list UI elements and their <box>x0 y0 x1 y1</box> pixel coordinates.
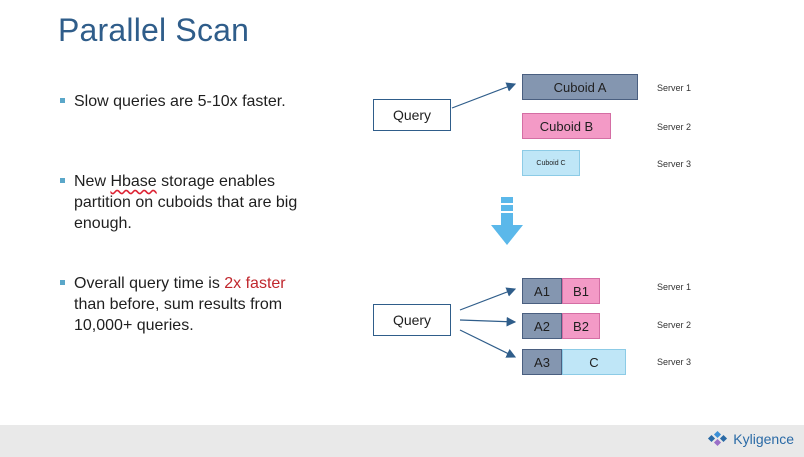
bullet-2-hbase: Hbase <box>110 173 157 190</box>
query-box-bottom: Query <box>373 304 451 336</box>
server-1-label-top: Server 1 <box>657 83 692 93</box>
server-3-label-top: Server 3 <box>657 159 692 169</box>
bullet-2-post: storage enables partition on cuboids tha… <box>74 173 298 232</box>
bullet-3-highlight: 2x faster <box>224 275 286 292</box>
bullet-2-text: New Hbase storage enables partition on c… <box>74 171 310 234</box>
server-2-label-bottom: Server 2 <box>657 320 692 330</box>
partition-a1: A1 <box>522 278 562 304</box>
partition-c: C <box>562 349 626 375</box>
cuboid-a: Cuboid A <box>522 74 638 100</box>
cuboid-b: Cuboid B <box>522 113 611 139</box>
server-1-label-bottom: Server 1 <box>657 282 692 292</box>
arrow-server-1 <box>459 287 517 311</box>
footer-bar <box>0 425 804 457</box>
bullet-marker <box>60 178 65 183</box>
bullet-1-text: Slow queries are 5-10x faster. <box>74 93 286 110</box>
down-arrow-shaft <box>501 213 513 225</box>
partition-b2: B2 <box>562 313 600 339</box>
down-arrow-stripe <box>501 197 513 203</box>
bullet-3-pre: Overall query time is <box>74 275 225 292</box>
partition-a3: A3 <box>522 349 562 375</box>
arrow-server-2 <box>459 316 517 327</box>
server-2-label-top: Server 2 <box>657 122 692 132</box>
down-arrow-icon <box>491 225 523 245</box>
arrow-server-3 <box>459 329 517 358</box>
bullet-marker <box>60 280 65 285</box>
server-3-label-bottom: Server 3 <box>657 357 692 367</box>
partition-b1: B1 <box>562 278 600 304</box>
bullet-3-text: Overall query time is 2x faster than bef… <box>74 273 310 336</box>
kyligence-logo-icon <box>708 430 728 447</box>
down-arrow-stripe <box>501 205 513 211</box>
partition-a2: A2 <box>522 313 562 339</box>
bullet-2: New Hbase storage enables partition on c… <box>60 171 310 234</box>
bullet-2-pre: New <box>74 173 111 190</box>
bullet-3: Overall query time is 2x faster than bef… <box>60 273 310 336</box>
slide-title: Parallel Scan <box>58 12 250 48</box>
query-box-top: Query <box>373 99 451 131</box>
top-query-arrow <box>451 82 517 109</box>
bullet-marker <box>60 98 65 103</box>
brand-logo: Kyligence <box>707 430 794 448</box>
bullet-3-post: than before, sum results from 10,000+ qu… <box>74 296 283 334</box>
bullet-1: Slow queries are 5-10x faster. <box>60 91 310 112</box>
cuboid-c: Cuboid C <box>522 150 580 176</box>
brand-name: Kyligence <box>733 431 794 447</box>
